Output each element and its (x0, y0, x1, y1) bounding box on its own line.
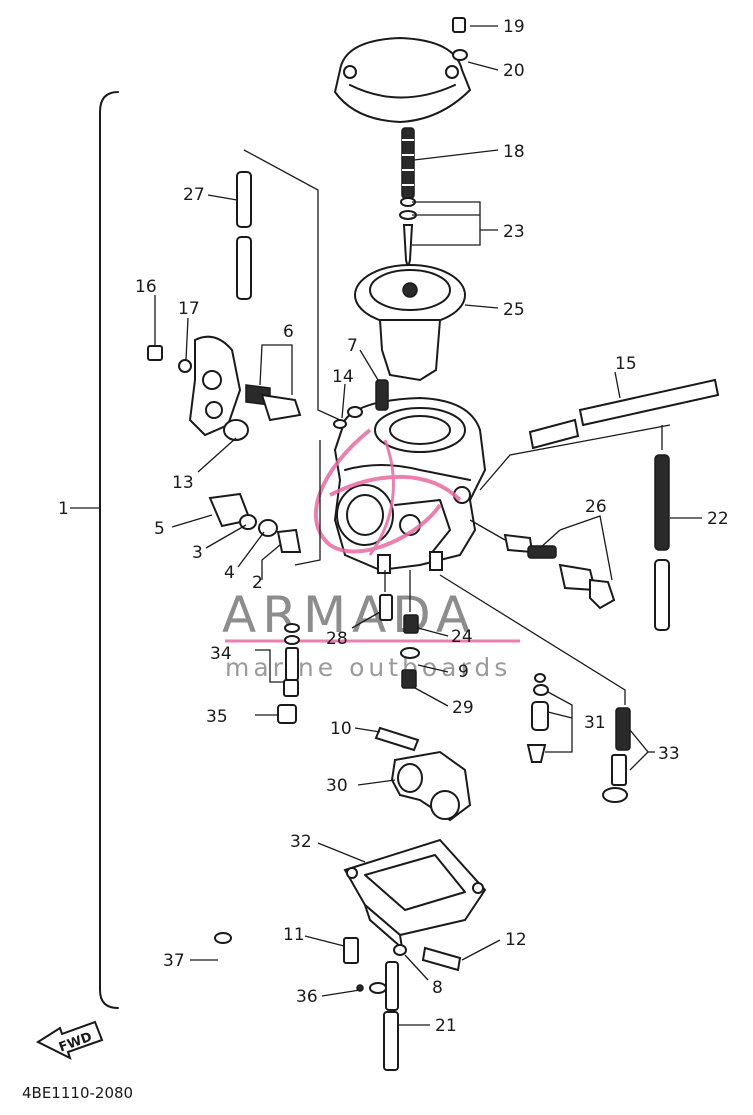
float-bowl-part (343, 838, 487, 951)
callout-30: 30 (326, 776, 348, 796)
callout-2: 2 (252, 573, 263, 593)
diaphragm-piston-part (354, 264, 466, 382)
callout-16: 16 (135, 277, 157, 297)
watermark-title: ARMADA (222, 586, 476, 644)
callout-19: 19 (503, 17, 525, 37)
callout-20: 20 (503, 61, 525, 81)
callout-23: 23 (503, 222, 525, 242)
callout-29: 29 (452, 698, 474, 718)
callout-28: 28 (326, 629, 348, 649)
callout-10: 10 (330, 719, 352, 739)
callout-27: 27 (183, 185, 205, 205)
callout-32: 32 (290, 832, 312, 852)
jet-needle-part (399, 197, 417, 269)
callout-4: 4 (224, 563, 235, 583)
callout-26: 26 (585, 497, 607, 517)
callout-6: 6 (283, 322, 294, 342)
callout-34: 34 (210, 644, 232, 664)
callout-7: 7 (347, 336, 358, 356)
drain-screw-parts (343, 937, 462, 972)
armada-logo: ARMADA marine outboards (222, 428, 520, 682)
callout-36: 36 (296, 987, 318, 1007)
hose-parts (214, 932, 399, 1071)
callout-13: 13 (172, 473, 194, 493)
left-parts (147, 335, 321, 566)
fwd-arrow-icon: FWD (35, 1020, 104, 1060)
callout-9: 9 (458, 662, 469, 682)
leader-lines (154, 25, 702, 1026)
top-cover-part (333, 17, 472, 124)
callout-1: 1 (58, 499, 69, 519)
callout-22: 22 (707, 509, 729, 529)
callout-18: 18 (503, 142, 525, 162)
float-parts (374, 726, 472, 822)
callout-14: 14 (332, 367, 354, 387)
callout-8: 8 (432, 978, 443, 998)
jet-parts (277, 570, 420, 724)
callout-12: 12 (505, 930, 527, 950)
callout-21: 21 (435, 1016, 457, 1036)
assembly-bracket (70, 91, 119, 1009)
callout-15: 15 (615, 354, 637, 374)
callout-5: 5 (154, 519, 165, 539)
callout-31: 31 (584, 713, 606, 733)
callout-3: 3 (192, 543, 203, 563)
callout-17: 17 (178, 299, 200, 319)
callout-11: 11 (283, 925, 305, 945)
starter-plunger-parts (439, 574, 631, 803)
drain-tube-part (654, 425, 670, 631)
overflow-hose-part (479, 378, 720, 491)
callout-35: 35 (206, 707, 228, 727)
carburetor-body (333, 396, 487, 574)
callouts: 1 2 3 4 5 6 7 8 9 10 11 12 13 14 15 16 1… (58, 17, 729, 1036)
vent-hose-part (236, 149, 341, 421)
throttle-stop-screw-part (469, 519, 616, 610)
pilot-screw-parts (333, 379, 389, 429)
watermark-subtitle: marine outboards (225, 653, 511, 682)
callout-37: 37 (163, 951, 185, 971)
callout-33: 33 (658, 744, 680, 764)
spring-part (401, 127, 415, 199)
drawing-code: 4BE1110-2080 (22, 1084, 133, 1102)
callout-24: 24 (451, 627, 473, 647)
callout-25: 25 (503, 300, 525, 320)
